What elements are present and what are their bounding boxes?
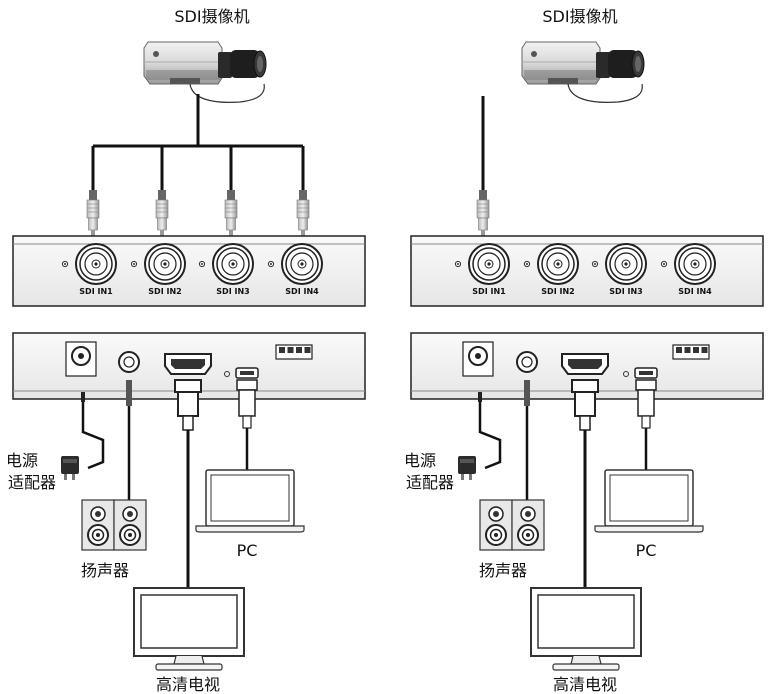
- camera-label: SDI摄像机: [174, 7, 249, 26]
- speaker-icon: [479, 499, 513, 551]
- power-label: 电源: [404, 451, 436, 470]
- speaker-label: 扬声器: [81, 561, 129, 580]
- sdi-port-label: SDI IN3: [609, 287, 642, 296]
- audio-plug: [524, 380, 530, 406]
- hdmi-plug: [571, 379, 599, 393]
- power-label: 电源: [6, 451, 38, 470]
- usb-plug: [635, 379, 657, 391]
- power-label: 适配器: [8, 473, 56, 492]
- power-adapter-icon: [61, 456, 79, 480]
- tv-icon: [133, 587, 245, 671]
- panel-1: SDI摄像机 SDI IN1 SDI IN2 SDI IN3 SDI IN4 电源适配器扬…: [6, 7, 366, 694]
- camera-cable: [93, 94, 303, 148]
- sdi-camera-icon: [521, 41, 645, 103]
- sdi-port-label: SDI IN3: [216, 287, 249, 296]
- audio-plug: [126, 380, 132, 406]
- camera-label: SDI摄像机: [542, 7, 617, 26]
- bnc-plug-icon: [476, 189, 490, 237]
- sdi-port-label: SDI IN4: [678, 287, 712, 296]
- laptop-icon: [594, 469, 704, 533]
- pc-label: PC: [636, 541, 657, 560]
- sdi-port-label: SDI IN2: [541, 287, 574, 296]
- laptop-icon: [195, 469, 305, 533]
- speaker-icon: [511, 499, 545, 551]
- power-label: 适配器: [406, 473, 454, 492]
- bnc-plug-icon: [155, 189, 169, 237]
- speaker-label: 扬声器: [479, 561, 527, 580]
- bnc-plug-icon: [296, 189, 310, 237]
- power-cable: [478, 402, 502, 470]
- panel-2: SDI摄像机 SDI IN1 SDI IN2 SDI IN3 SDI IN4 电源适配器扬…: [404, 7, 764, 694]
- sdi-port-label: SDI IN2: [148, 287, 181, 296]
- bnc-plug-icon: [224, 189, 238, 237]
- tv-label: 高清电视: [553, 675, 617, 694]
- speaker-icon: [113, 499, 147, 551]
- sdi-port-label: SDI IN4: [285, 287, 319, 296]
- tv-label: 高清电视: [156, 675, 220, 694]
- power-adapter-icon: [458, 456, 476, 480]
- sdi-camera-icon: [143, 41, 267, 103]
- power-cable: [81, 402, 105, 470]
- sdi-port-label: SDI IN1: [472, 287, 506, 296]
- bnc-plug-icon: [86, 189, 100, 237]
- speaker-icon: [81, 499, 115, 551]
- tv-icon: [530, 587, 642, 671]
- pc-label: PC: [237, 541, 258, 560]
- sdi-port-label: SDI IN1: [79, 287, 113, 296]
- hdmi-plug: [174, 379, 202, 393]
- usb-plug: [236, 379, 258, 391]
